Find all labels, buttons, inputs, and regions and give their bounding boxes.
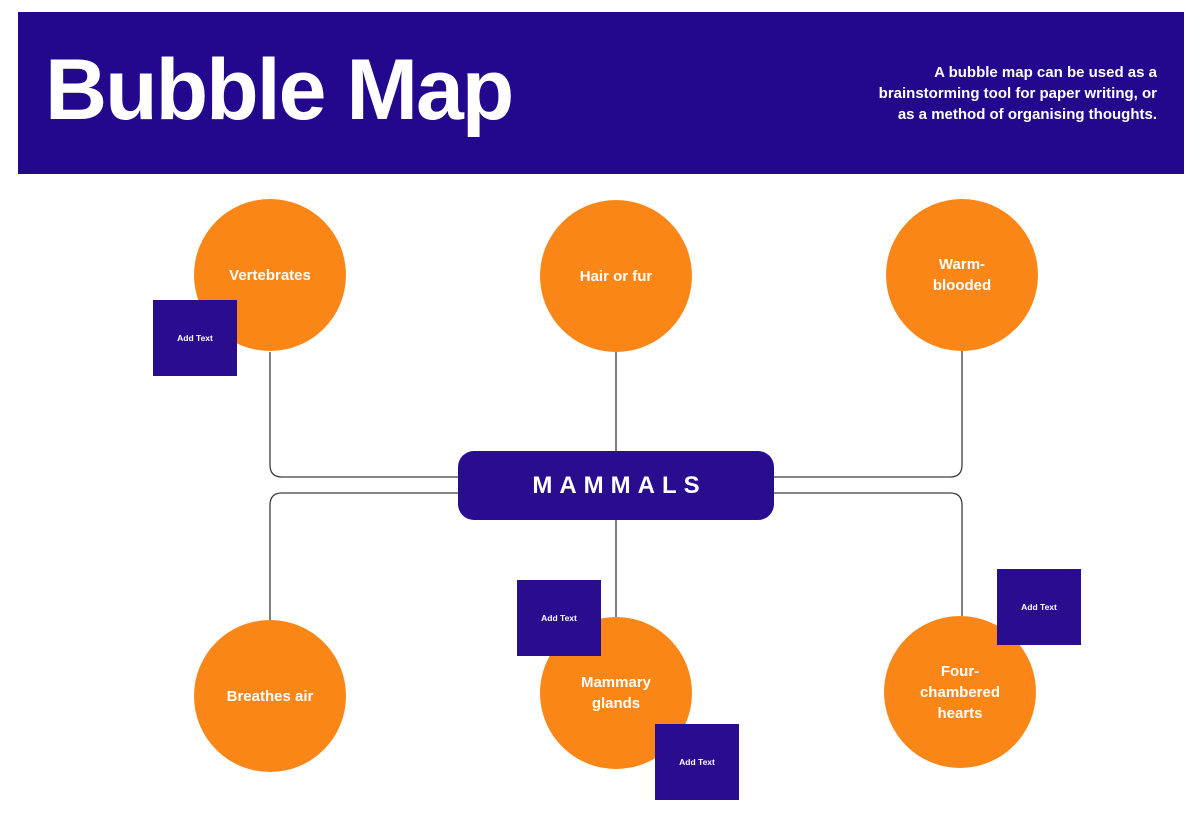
bubble-warm-blooded[interactable]: Warm- blooded: [886, 199, 1038, 351]
add-text-button[interactable]: Add Text: [655, 724, 739, 800]
connector-warm-blooded: [774, 351, 963, 478]
add-text-button[interactable]: Add Text: [997, 569, 1081, 645]
bubble-label: Hair or fur: [579, 267, 653, 285]
add-text-label: Add Text: [541, 613, 577, 623]
center-node-label: MAMMALS: [532, 471, 707, 499]
bubble-label: Warm- blooded: [932, 256, 992, 294]
add-text-label: Add Text: [1021, 602, 1057, 612]
bubble-label: Four- chambered hearts: [919, 662, 1001, 722]
connector-breathes-air: [269, 492, 458, 620]
bubble-breathes-air[interactable]: Breathes air: [194, 620, 346, 772]
add-text-label: Add Text: [177, 333, 213, 343]
center-node-mammals[interactable]: MAMMALS: [458, 451, 774, 520]
bubble-label: Vertebrates: [229, 266, 311, 284]
page-description: A bubble map can be used as a brainstorm…: [878, 63, 1157, 123]
page-title: Bubble Map: [45, 42, 514, 138]
connector-vertebrates: [269, 352, 458, 478]
bubble-hair-or-fur[interactable]: Hair or fur: [540, 200, 692, 352]
bubble-label: Breathes air: [226, 687, 314, 705]
connector-four-chambered: [774, 492, 963, 616]
header-banner: Bubble Map A bubble map can be used as a…: [18, 12, 1184, 174]
add-text-button[interactable]: Add Text: [153, 300, 237, 376]
bubble-label: Mammary glands: [580, 674, 652, 712]
add-text-button[interactable]: Add Text: [517, 580, 601, 656]
add-text-label: Add Text: [679, 757, 715, 767]
